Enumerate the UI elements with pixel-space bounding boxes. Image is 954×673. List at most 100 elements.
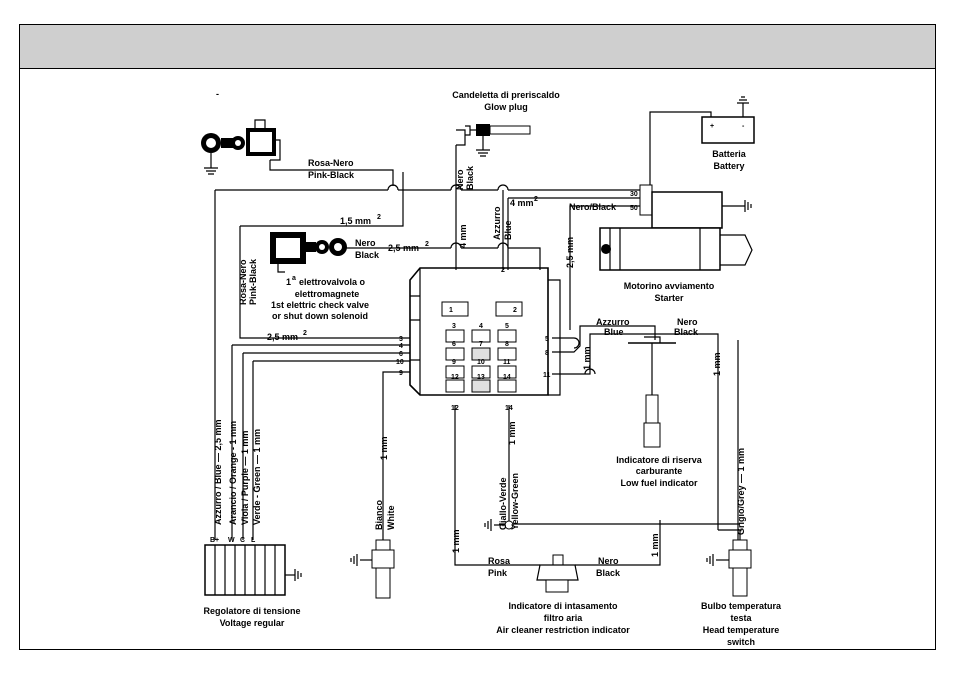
head-temp-label-3: Head temperature [703,625,780,635]
wire-white: White [386,506,396,531]
wire-pink-black-v: Pink-Black [248,258,258,305]
wire-size-1-b: 1 mm [712,352,722,376]
solenoid-label-sup: a [292,275,296,282]
reg-term-w: W [228,537,235,544]
header-bar [20,25,935,69]
pin-7: 7 [479,341,483,348]
wire-black: Black [355,250,380,260]
pin-2: 2 [513,307,517,314]
wire-azzurro: Azzurro [596,317,630,327]
pin-12: 12 [451,374,459,381]
wire-rosa-nero: Rosa-Nero [308,158,354,168]
glow-plug-icon [456,124,531,157]
solenoid-label-3: 1st elettric check valve [271,300,369,310]
pin-10: 10 [477,359,485,366]
wire-size-1-a: 1 mm [582,346,592,370]
battery-label-en: Battery [713,161,744,171]
wire-pink: Pink [488,568,508,578]
battery-icon: + - [649,96,755,195]
regulator-label-it: Regolatore di tensione [203,606,300,616]
side-pin-6: 6 [399,351,403,358]
wires [214,145,741,566]
wire-nero-black: Nero/Black [569,202,617,212]
wire-size-4: 4 mm [510,198,534,208]
glow-plug-label-it: Candeletta di preriscaldo [452,90,560,100]
reg-term-l: L [251,537,256,544]
wire-size-25: 2,5 mm [388,243,419,253]
pin-11: 11 [503,359,511,366]
glow-plug-label-en: Glow plug [484,102,528,112]
low-fuel-indicator-icon [628,336,676,448]
air-filter-label-2: filtro aria [544,613,584,623]
wire-rosa-nero-v: Rosa-Nero [238,259,248,305]
side-pin-5: 5 [545,336,549,343]
side-pin-11: 11 [543,372,551,379]
side-pin-8: 8 [545,350,549,357]
head-temp-switch-icon [706,539,752,597]
head-temp-label-4: switch [727,637,755,647]
oil-pressure-switch-icon [201,119,281,175]
crossings [387,184,596,375]
wire-nero: Nero [355,238,376,248]
solenoid-label-prefix: 1 [286,277,291,287]
head-temp-label-2: testa [730,613,752,623]
temperature-sender-icon [350,539,395,599]
starter-motor-icon: 30 50 [599,184,753,271]
svg-text:50: 50 [630,205,638,212]
low-fuel-label-2: carburante [636,466,683,476]
pin-3: 3 [452,323,456,330]
bottom-pin-12: 12 [451,405,459,412]
solenoid-label-2: elettromagnete [295,289,360,299]
wire-azzurro-v: Azzurro [492,206,502,240]
battery-label-it: Batteria [712,149,747,159]
wire-bianco: Bianco [374,499,384,530]
wire-blue-v: Blue [503,220,513,240]
wire-size-1-f: 1 mm [650,533,660,557]
component-labels: - Candeletta di preriscaldo Glow plug Ba… [203,89,782,647]
starter-label-en: Starter [654,293,684,303]
wire-size-1-d: 1 mm [507,421,517,445]
wire-size-4-v: 4 mm [458,224,468,248]
regulator-label-en: Voltage regular [220,618,285,628]
air-filter-label-3: Air cleaner restriction indicator [496,625,630,635]
pin-14: 14 [503,374,511,381]
wire-blue: Blue [604,327,624,337]
side-pin-10: 10 [396,359,404,366]
sup: 2 [377,214,381,221]
solenoid-label-1: elettrovalvola o [299,277,366,287]
air-filter-indicator-icon [536,554,579,593]
pin-5: 5 [505,323,509,330]
wire-size-1-c: 1 mm [379,436,389,460]
bottom-pin-14: 14 [505,405,513,412]
wire-black-v: Black [465,165,475,190]
connector-block: 1 2 3 4 5 6 7 8 9 10 11 12 13 14 3 4 6 1… [396,267,561,412]
solenoid-icon [270,232,347,273]
sup: 2 [303,330,307,337]
pin-9: 9 [452,359,456,366]
pin-1: 1 [449,307,453,314]
top-pin-2: 2 [501,267,505,274]
wire-yellow-green: Yellow-Green [510,473,520,530]
pin-13: 13 [477,374,485,381]
wire-reg-green: Verde - Green — 1 mm [252,429,262,525]
svg-text:-: - [742,123,745,130]
pin-4: 4 [479,323,483,330]
sup: 2 [534,196,538,203]
wire-size-25-v: 2,5 mm [565,237,575,268]
side-pin-3: 3 [399,336,403,343]
wire-size-1-e: 1 mm [451,529,461,553]
side-pin-9: 9 [399,370,403,377]
wire-pink-black: Pink-Black [308,170,355,180]
side-pin-4: 4 [399,343,403,350]
wire-nero3: Nero [598,556,619,566]
voltage-regulator-icon: B+ W C L [204,537,302,596]
wire-reg-blue: Azzurro / Blue — 2,5 mm [213,419,223,525]
wire-giallo-verde: Giallo-Verde [498,477,508,530]
low-fuel-label-1: Indicatore di riserva [616,455,703,465]
starter-label-it: Motorino avviamento [624,281,715,291]
sup: 2 [425,241,429,248]
svg-text:+: + [710,123,714,130]
wire-nero-v: Nero [455,169,465,190]
head-temp-label-1: Bulbo temperatura [701,601,782,611]
